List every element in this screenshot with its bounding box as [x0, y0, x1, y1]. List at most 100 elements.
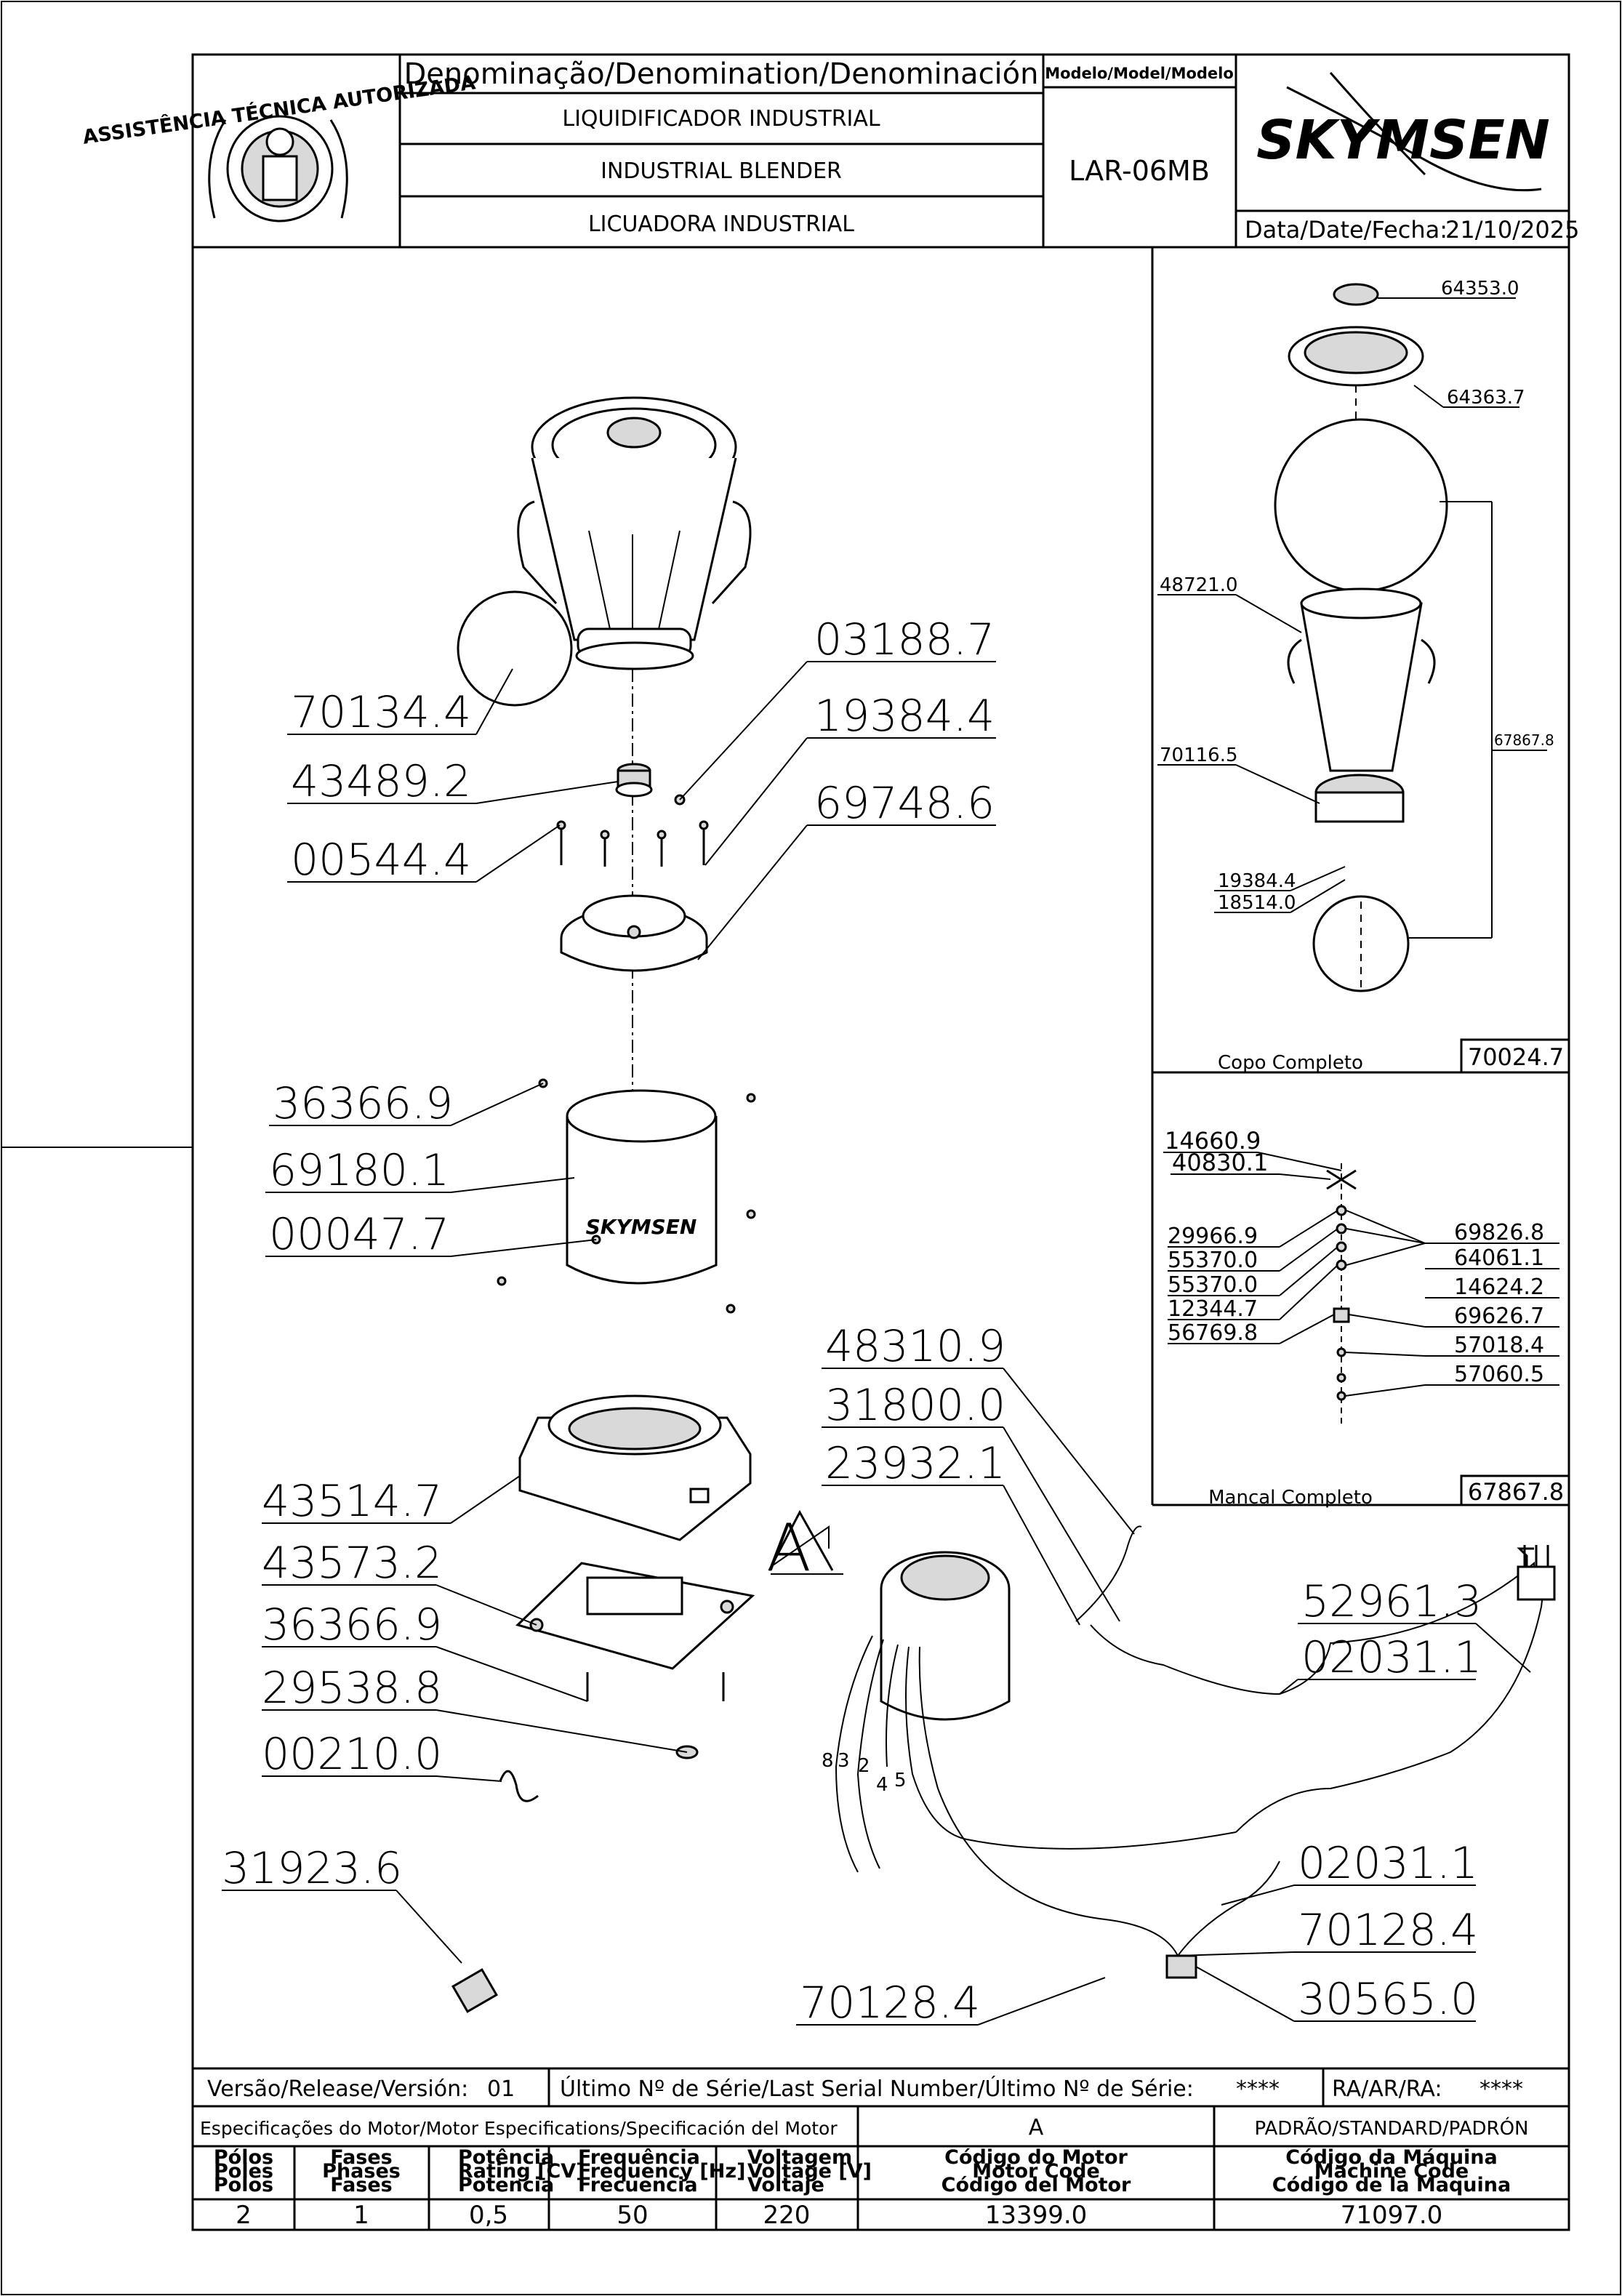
blender-cup: [517, 396, 752, 670]
bearing-panel: Mancal Completo 67867.8 14660.9 40830.1 …: [1152, 1127, 1570, 1509]
svg-text:Voltagem: Voltagem: [747, 2146, 852, 2169]
frequency-value: 50: [617, 2201, 648, 2230]
svg-text:A: A: [766, 1510, 811, 1586]
ra-label: RA/AR/RA:: [1332, 2076, 1442, 2102]
part-label: 52961.3: [1301, 1576, 1482, 1627]
svg-text:29966.9: 29966.9: [1168, 1224, 1258, 1249]
svg-text:Frequency [Hz]: Frequency [Hz]: [578, 2160, 745, 2183]
svg-text:Polos: Polos: [214, 2174, 273, 2196]
part-label: 02031.1: [1298, 1838, 1478, 1889]
svg-text:14624.2: 14624.2: [1454, 1275, 1544, 1300]
ra-value: ****: [1480, 2076, 1523, 2102]
serial-label: Último Nº de Série/Last Serial Number/Úl…: [560, 2075, 1194, 2102]
svg-text:69826.8: 69826.8: [1454, 1220, 1544, 1245]
svg-text:57018.4: 57018.4: [1454, 1333, 1544, 1358]
cover-brand-mark: SKYMSEN: [586, 1215, 697, 1239]
svg-text:Frecuencia: Frecuencia: [578, 2174, 698, 2196]
svg-text:Frequência: Frequência: [578, 2146, 700, 2169]
part-label: 29538.8: [262, 1663, 442, 1714]
svg-text:57060.5: 57060.5: [1454, 1362, 1544, 1387]
svg-text:Pólos: Pólos: [214, 2146, 273, 2169]
callouts-main: 70134.4 43489.2 00544.4 03188.7 19384.4 …: [222, 614, 1531, 2028]
bottom-plate: [515, 1562, 755, 1759]
rating-value: 0,5: [469, 2201, 508, 2230]
motor-cover: SKYMSEN: [497, 1078, 756, 1314]
svg-text:Motor Code: Motor Code: [972, 2160, 1100, 2183]
svg-text:Poles: Poles: [214, 2160, 273, 2183]
motor: [770, 1525, 1556, 1979]
brand-logo-text: SKYMSEN: [1256, 109, 1550, 172]
part-label: 02031.1: [1301, 1632, 1482, 1683]
part-label: 69748.6: [814, 778, 995, 829]
screws: [556, 794, 709, 867]
svg-text:18514.0: 18514.0: [1218, 892, 1296, 914]
voltage-value: 220: [763, 2201, 811, 2230]
spec-columns: Pólos Poles Polos 2 Fases Phases Fases 1…: [214, 2146, 1511, 2230]
footer-table: [193, 2067, 1569, 2230]
part-label: 19384.4: [814, 691, 995, 742]
spec-label: Especificações do Motor/Motor Especifica…: [200, 2118, 838, 2139]
date-value: 21/10/2025: [1445, 216, 1579, 244]
cup-panel-code: 70024.7: [1468, 1043, 1564, 1071]
part-label: 43514.7: [262, 1476, 442, 1527]
svg-text:Código de la Maquina: Código de la Maquina: [1272, 2174, 1511, 2196]
serial-value: ****: [1236, 2076, 1280, 2102]
svg-text:Voltaje: Voltaje: [747, 2174, 824, 2196]
part-label: 70128.4: [1298, 1905, 1478, 1956]
part-label: 00210.0: [262, 1729, 442, 1780]
svg-text:67867.8: 67867.8: [1494, 731, 1554, 749]
detail-circle: [457, 590, 573, 707]
part-label: 00047.7: [269, 1209, 449, 1260]
svg-text:55370.0: 55370.0: [1168, 1248, 1258, 1273]
part-label: 36366.9: [273, 1078, 453, 1129]
svg-text:Código del Motor: Código del Motor: [942, 2174, 1131, 2196]
date-label: Data/Date/Fecha:: [1245, 216, 1448, 244]
svg-text:3: 3: [838, 1750, 850, 1772]
svg-text:Fases: Fases: [330, 2174, 393, 2196]
standard-label: PADRÃO/STANDARD/PADRÓN: [1255, 2116, 1529, 2140]
svg-text:Machine Code: Machine Code: [1314, 2160, 1469, 2183]
motor-letter: A: [1029, 2115, 1044, 2140]
detail-circle-blade: [1274, 418, 1448, 593]
part-label: 69180.1: [269, 1145, 449, 1196]
svg-text:Código do Motor: Código do Motor: [944, 2146, 1128, 2169]
release-label: Versão/Release/Versión:: [207, 2076, 468, 2102]
authorized-service-seal: ASSISTÊNCIA TÉCNICA AUTORIZADA: [81, 71, 477, 222]
motor-code-value: 13399.0: [985, 2201, 1088, 2230]
name-en: INDUSTRIAL BLENDER: [601, 158, 842, 184]
svg-text:Fases: Fases: [330, 2146, 393, 2169]
svg-text:14660.9: 14660.9: [1165, 1127, 1261, 1155]
part-label: 70134.4: [291, 687, 471, 738]
cable-clamp: [499, 1770, 539, 1802]
part-label: 31800.0: [825, 1380, 1005, 1431]
drawing-frame: [191, 53, 1570, 2231]
svg-text:48721.0: 48721.0: [1160, 574, 1238, 596]
part-label: 31923.6: [222, 1843, 402, 1894]
model-value: LAR-06MB: [1069, 155, 1210, 187]
bearing-panel-code: 67867.8: [1468, 1478, 1564, 1506]
bearing-panel-title: Mancal Completo: [1208, 1487, 1373, 1509]
cable-gland: [451, 1968, 498, 2013]
model-label: Modelo/Model/Modelo: [1045, 65, 1234, 82]
svg-text:64061.1: 64061.1: [1454, 1245, 1544, 1271]
part-label: 70128.4: [800, 1978, 980, 2028]
phases-value: 1: [353, 2201, 369, 2230]
motor-base-housing: [518, 1394, 752, 1541]
name-es: LICUADORA INDUSTRIAL: [588, 212, 854, 237]
svg-text:69626.7: 69626.7: [1454, 1304, 1544, 1329]
svg-text:19384.4: 19384.4: [1218, 870, 1296, 892]
svg-text:4: 4: [876, 1774, 888, 1796]
poles-value: 2: [236, 2201, 252, 2230]
svg-text:Phases: Phases: [322, 2160, 401, 2183]
part-label: 48310.9: [825, 1321, 1005, 1372]
release-value: 01: [487, 2076, 515, 2102]
cup-panel-title: Copo Completo: [1218, 1052, 1363, 1074]
svg-text:Potencia: Potencia: [458, 2174, 554, 2196]
svg-text:56769.8: 56769.8: [1168, 1320, 1258, 1346]
drive-coupler: [615, 763, 653, 798]
svg-text:2: 2: [858, 1755, 870, 1777]
plug: [1517, 1565, 1556, 1601]
name-pt: LIQUIDIFICADOR INDUSTRIAL: [562, 106, 880, 132]
svg-text:8: 8: [822, 1750, 834, 1772]
svg-text:70116.5: 70116.5: [1160, 744, 1238, 766]
